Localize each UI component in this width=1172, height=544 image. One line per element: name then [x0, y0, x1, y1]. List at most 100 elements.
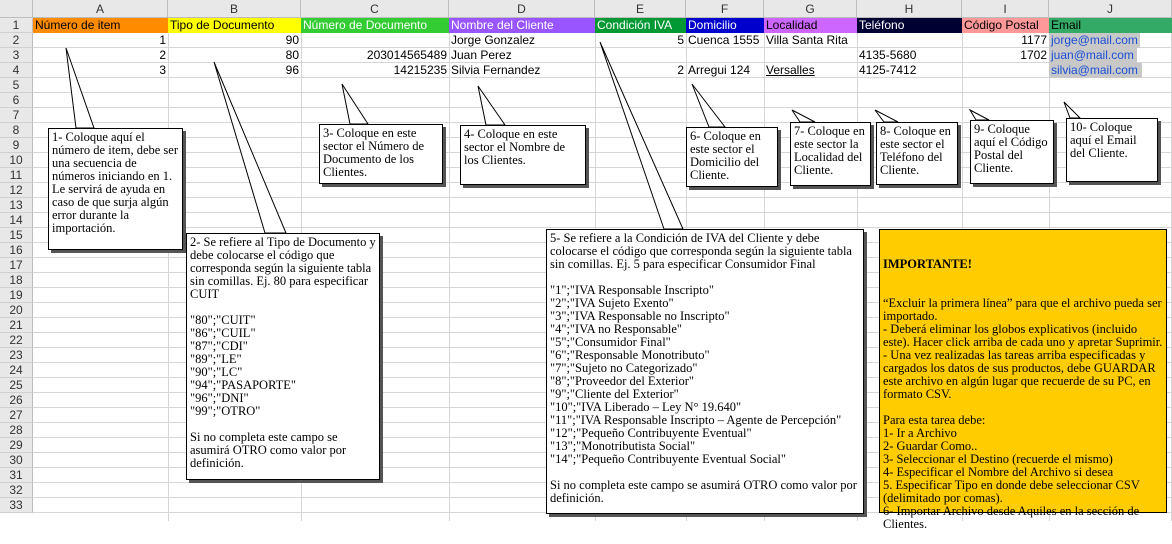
cell-j4-email-link[interactable]: silvia@mail.com — [1049, 63, 1142, 78]
callout-condicion-iva[interactable]: 5- Se refiere a la Condición de IVA del … — [546, 229, 864, 514]
callout-telefono[interactable]: 8- Coloque en este sector el Teléfono de… — [876, 122, 958, 185]
row-header-28[interactable]: 28 — [0, 423, 33, 438]
cell-a3[interactable]: 2 — [159, 48, 166, 62]
row-header-18[interactable]: 18 — [0, 273, 33, 288]
header-cell-nombre-cliente[interactable]: Nombre del Cliente — [449, 18, 595, 33]
callout-tipo-documento[interactable]: 2- Se refiere al Tipo de Documento y deb… — [186, 233, 380, 480]
header-cell-tipo-documento[interactable]: Tipo de Documento — [168, 18, 301, 33]
cell-c4[interactable]: 14215235 — [393, 63, 447, 77]
column-header-c[interactable]: C — [301, 0, 449, 18]
row-header-27[interactable]: 27 — [0, 408, 33, 423]
callout-domicilio[interactable]: 6- Coloque en este sector el Domicilio d… — [686, 127, 778, 187]
column-header-g[interactable]: G — [764, 0, 857, 18]
row-header-4[interactable]: 4 — [0, 63, 33, 78]
cell-h3[interactable]: 4135-5680 — [859, 48, 917, 62]
row-header-14[interactable]: 14 — [0, 213, 33, 228]
row-header-16[interactable]: 16 — [0, 243, 33, 258]
header-cell-localidad[interactable]: Localidad — [764, 18, 857, 33]
row-gridline — [33, 227, 1172, 228]
cell-e4[interactable]: 2 — [677, 63, 684, 77]
row-header-11[interactable]: 11 — [0, 168, 33, 183]
cell-i2[interactable]: 1177 — [1021, 33, 1047, 47]
callout-numero-item[interactable]: 1- Coloque aquí el número de item, debe … — [48, 128, 183, 250]
row-header-5[interactable]: 5 — [0, 78, 33, 93]
cell-h2[interactable] — [857, 33, 962, 48]
column-header-d[interactable]: D — [449, 0, 595, 18]
row-header-24[interactable]: 24 — [0, 363, 33, 378]
cell-d2[interactable]: Jorge Gonzalez — [451, 33, 536, 47]
column-header-a[interactable]: A — [33, 0, 168, 18]
cell-i4[interactable] — [962, 63, 1049, 78]
callout-localidad[interactable]: 7- Coloque en este sector la Localidad d… — [790, 122, 871, 186]
cell-g2[interactable]: Villa Santa Rita — [766, 33, 848, 47]
cell-a4[interactable]: 3 — [159, 63, 166, 77]
cell-h4[interactable]: 4125-7412 — [859, 63, 917, 77]
cell-b3[interactable]: 80 — [285, 48, 299, 62]
header-cell-numero-item[interactable]: Número de item — [33, 18, 168, 33]
column-header-f[interactable]: F — [686, 0, 764, 18]
row-header-23[interactable]: 23 — [0, 348, 33, 363]
column-header-i[interactable]: I — [962, 0, 1049, 18]
row-gridline — [33, 107, 1172, 108]
row-header-19[interactable]: 19 — [0, 288, 33, 303]
column-header-e[interactable]: E — [595, 0, 686, 18]
header-cell-condicion-iva[interactable]: Condición IVA — [595, 18, 686, 33]
cell-b2[interactable]: 90 — [285, 33, 299, 47]
row-header-7[interactable]: 7 — [0, 108, 33, 123]
row-header-15[interactable]: 15 — [0, 228, 33, 243]
cell-b4[interactable]: 96 — [285, 63, 299, 77]
important-body: “Excluir la primera línea” para que el a… — [883, 296, 1163, 531]
cell-f3[interactable] — [686, 48, 764, 63]
cell-e2[interactable]: 5 — [677, 33, 684, 47]
cell-d3[interactable]: Juan Perez — [451, 48, 512, 62]
row-header-2[interactable]: 2 — [0, 33, 33, 48]
row-header-30[interactable]: 30 — [0, 453, 33, 468]
column-header-b[interactable]: B — [168, 0, 301, 18]
important-notice-box[interactable]: IMPORTANTE! “Excluir la primera línea” p… — [879, 229, 1167, 531]
header-cell-telefono[interactable]: Teléfono — [857, 18, 962, 33]
row-header-21[interactable]: 21 — [0, 318, 33, 333]
row-gridline — [33, 197, 1172, 198]
header-cell-domicilio[interactable]: Domicilio — [686, 18, 764, 33]
row-gridline — [33, 92, 1172, 93]
select-all-corner[interactable] — [0, 0, 33, 18]
header-cell-numero-documento[interactable]: Número de Documento — [301, 18, 449, 33]
row-header-3[interactable]: 3 — [0, 48, 33, 63]
cell-c3[interactable]: 203014565489 — [366, 48, 447, 62]
row-header-22[interactable]: 22 — [0, 333, 33, 348]
row-header-25[interactable]: 25 — [0, 378, 33, 393]
row-header-29[interactable]: 29 — [0, 438, 33, 453]
callout-email[interactable]: 10- Coloque aquí el Email del Cliente. — [1066, 118, 1158, 182]
row-header-26[interactable]: 26 — [0, 393, 33, 408]
row-header-12[interactable]: 12 — [0, 183, 33, 198]
row-header-13[interactable]: 13 — [0, 198, 33, 213]
cell-d4[interactable]: Silvia Fernandez — [451, 63, 541, 77]
cell-e3[interactable] — [595, 48, 686, 63]
cell-j2-email-link[interactable]: jorge@mail.com — [1049, 33, 1140, 48]
row-header-1[interactable]: 1 — [0, 18, 33, 33]
row-header-6[interactable]: 6 — [0, 93, 33, 108]
cell-g4[interactable]: Versalles — [766, 63, 815, 77]
row-header-17[interactable]: 17 — [0, 258, 33, 273]
callout-numero-documento[interactable]: 3- Coloque en este sector el Número de D… — [319, 124, 443, 184]
callout-codigo-postal[interactable]: 9- Coloque aquí el Código Postal del Cli… — [970, 120, 1054, 184]
cell-f4[interactable]: Arregui 124 — [688, 63, 751, 77]
header-cell-email[interactable]: Email — [1049, 18, 1172, 33]
row-header-8[interactable]: 8 — [0, 123, 33, 138]
row-header-33[interactable]: 33 — [0, 498, 33, 513]
row-header-10[interactable]: 10 — [0, 153, 33, 168]
callout-nombre-cliente[interactable]: 4- Coloque en este sector el Nombre de l… — [460, 125, 586, 185]
cell-c2[interactable] — [301, 33, 449, 48]
column-header-h[interactable]: H — [857, 0, 962, 18]
header-cell-codigo-postal[interactable]: Código Postal — [962, 18, 1049, 33]
cell-f2[interactable]: Cuenca 1555 — [688, 33, 760, 47]
row-header-31[interactable]: 31 — [0, 468, 33, 483]
cell-j3-email-link[interactable]: juan@mail.com — [1049, 48, 1137, 63]
column-header-j[interactable]: J — [1049, 0, 1172, 18]
cell-a2[interactable]: 1 — [159, 33, 166, 47]
row-header-20[interactable]: 20 — [0, 303, 33, 318]
cell-g3[interactable] — [764, 48, 857, 63]
cell-i3[interactable]: 1702 — [1020, 48, 1047, 62]
row-header-32[interactable]: 32 — [0, 483, 33, 498]
row-header-9[interactable]: 9 — [0, 138, 33, 153]
